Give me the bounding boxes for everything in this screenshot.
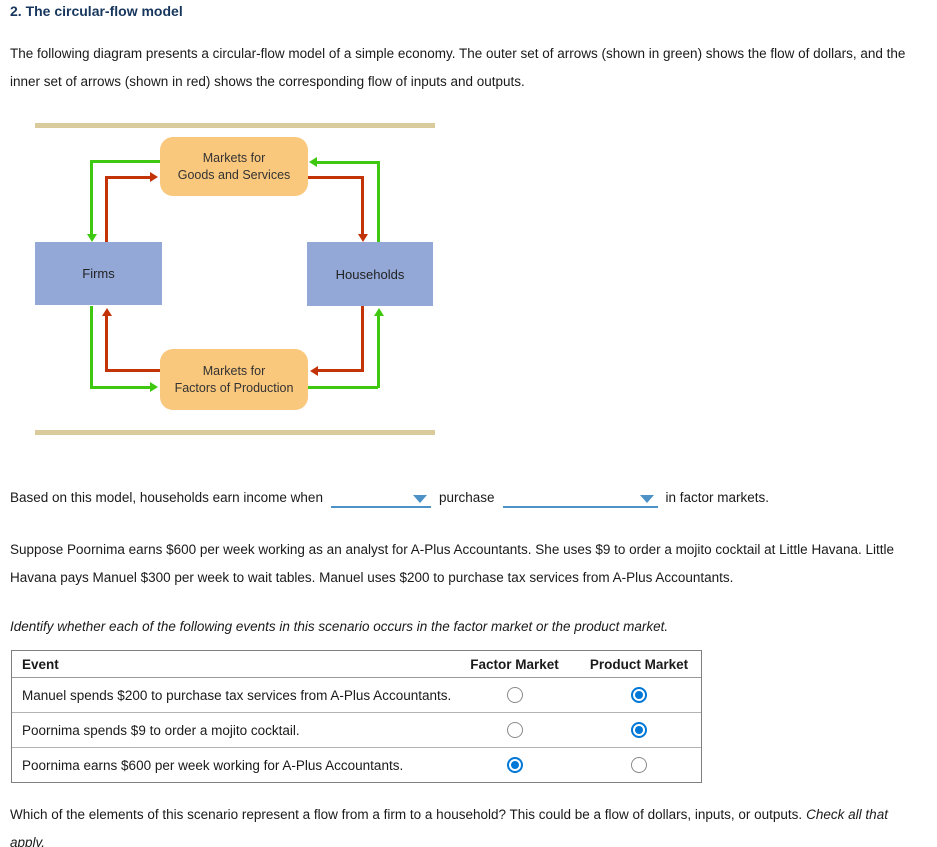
arrow-segment — [308, 176, 364, 179]
arrow-segment — [317, 161, 378, 164]
check-all-line-2: apply. — [10, 829, 888, 847]
check-all-text: Which of the elements of this scenario r… — [10, 807, 803, 822]
identify-instruction: Identify whether each of the following e… — [10, 619, 669, 634]
check-all-italic-2: apply. — [10, 835, 46, 847]
arrowhead-up-icon — [102, 308, 112, 316]
event-text: Poornima earns $600 per week working for… — [22, 757, 404, 773]
product-market-radio[interactable] — [631, 757, 647, 773]
arrow-segment — [361, 306, 364, 372]
arrow-segment — [361, 176, 364, 234]
event-row: Manuel spends $200 to purchase tax servi… — [12, 678, 701, 713]
product-market-radio[interactable] — [631, 687, 647, 703]
intro-line-1: The following diagram presents a circula… — [10, 46, 906, 61]
households-box: Households — [307, 242, 433, 306]
intro-paragraph: The following diagram presents a circula… — [10, 40, 905, 96]
factor-market-radio[interactable] — [506, 722, 523, 738]
dropdown-caret-icon — [639, 495, 654, 503]
fill-in-prefix: Based on this model, households earn inc… — [10, 490, 323, 505]
factor-market-label-line1: Markets for — [202, 364, 266, 378]
scenario-line-2: Havana pays Manuel $300 per week to wait… — [10, 570, 734, 585]
goods-market-label-line2: Goods and Services — [177, 167, 291, 182]
arrowhead-right-icon — [150, 382, 158, 392]
event-column-header: Event — [22, 656, 59, 672]
page-title: 2. The circular-flow model — [10, 3, 183, 19]
event-row: Poornima spends $9 to order a mojito coc… — [12, 713, 701, 748]
top-divider-bar — [35, 123, 435, 128]
arrow-segment — [90, 386, 150, 389]
factor-market-label-line2: Factors of Production — [174, 380, 294, 395]
arrowhead-left-icon — [310, 366, 318, 376]
table-header-row: Event Factor Market Product Market — [12, 651, 701, 678]
fill-in-middle: purchase — [438, 490, 495, 505]
purchase-dropdown[interactable] — [502, 486, 658, 508]
fill-in-sentence: Based on this model, households earn inc… — [10, 486, 769, 508]
arrow-segment — [308, 386, 378, 389]
fill-in-suffix: in factor markets. — [665, 490, 770, 505]
events-table: Event Factor Market Product Market Manue… — [11, 650, 702, 783]
arrow-segment — [318, 369, 364, 372]
earners-dropdown[interactable] — [330, 486, 431, 508]
intro-line-2: inner set of arrows (shown in red) shows… — [10, 74, 525, 89]
arrow-segment — [105, 369, 160, 372]
check-all-italic-1: Check all that — [806, 807, 888, 822]
product-market-column-header: Product Market — [589, 656, 689, 672]
check-all-question: Which of the elements of this scenario r… — [10, 801, 888, 847]
event-row: Poornima earns $600 per week working for… — [12, 748, 701, 782]
bottom-divider-bar — [35, 430, 435, 435]
arrow-segment — [105, 176, 108, 242]
arrow-segment — [90, 306, 93, 387]
arrowhead-up-icon — [374, 308, 384, 316]
arrowhead-left-icon — [309, 157, 317, 167]
factor-market-radio[interactable] — [506, 687, 523, 703]
product-market-radio[interactable] — [631, 722, 647, 738]
factor-market-box: Markets for Factors of Production — [160, 349, 308, 410]
arrow-segment — [90, 160, 93, 234]
firms-label: Firms — [82, 266, 115, 281]
firms-box: Firms — [35, 242, 162, 305]
households-label: Households — [335, 266, 405, 282]
arrowhead-right-icon — [150, 172, 158, 182]
arrowhead-down-icon — [87, 234, 97, 242]
arrow-segment — [377, 316, 380, 388]
arrow-segment — [90, 160, 160, 163]
arrow-segment — [377, 161, 380, 242]
arrowhead-down-icon — [358, 234, 368, 242]
goods-market-label-line1: Markets for — [202, 151, 266, 165]
event-text: Poornima spends $9 to order a mojito coc… — [22, 722, 300, 738]
event-text: Manuel spends $200 to purchase tax servi… — [22, 687, 452, 703]
arrow-segment — [105, 316, 108, 372]
scenario-line-1: Suppose Poornima earns $600 per week wor… — [10, 542, 894, 557]
scenario-paragraph: Suppose Poornima earns $600 per week wor… — [10, 536, 894, 592]
dropdown-caret-icon — [412, 495, 427, 503]
arrow-segment — [105, 176, 150, 179]
check-all-line-1: Which of the elements of this scenario r… — [10, 801, 888, 829]
goods-market-box: Markets for Goods and Services — [160, 137, 308, 196]
factor-market-radio[interactable] — [506, 757, 523, 773]
factor-market-column-header: Factor Market — [470, 656, 559, 672]
